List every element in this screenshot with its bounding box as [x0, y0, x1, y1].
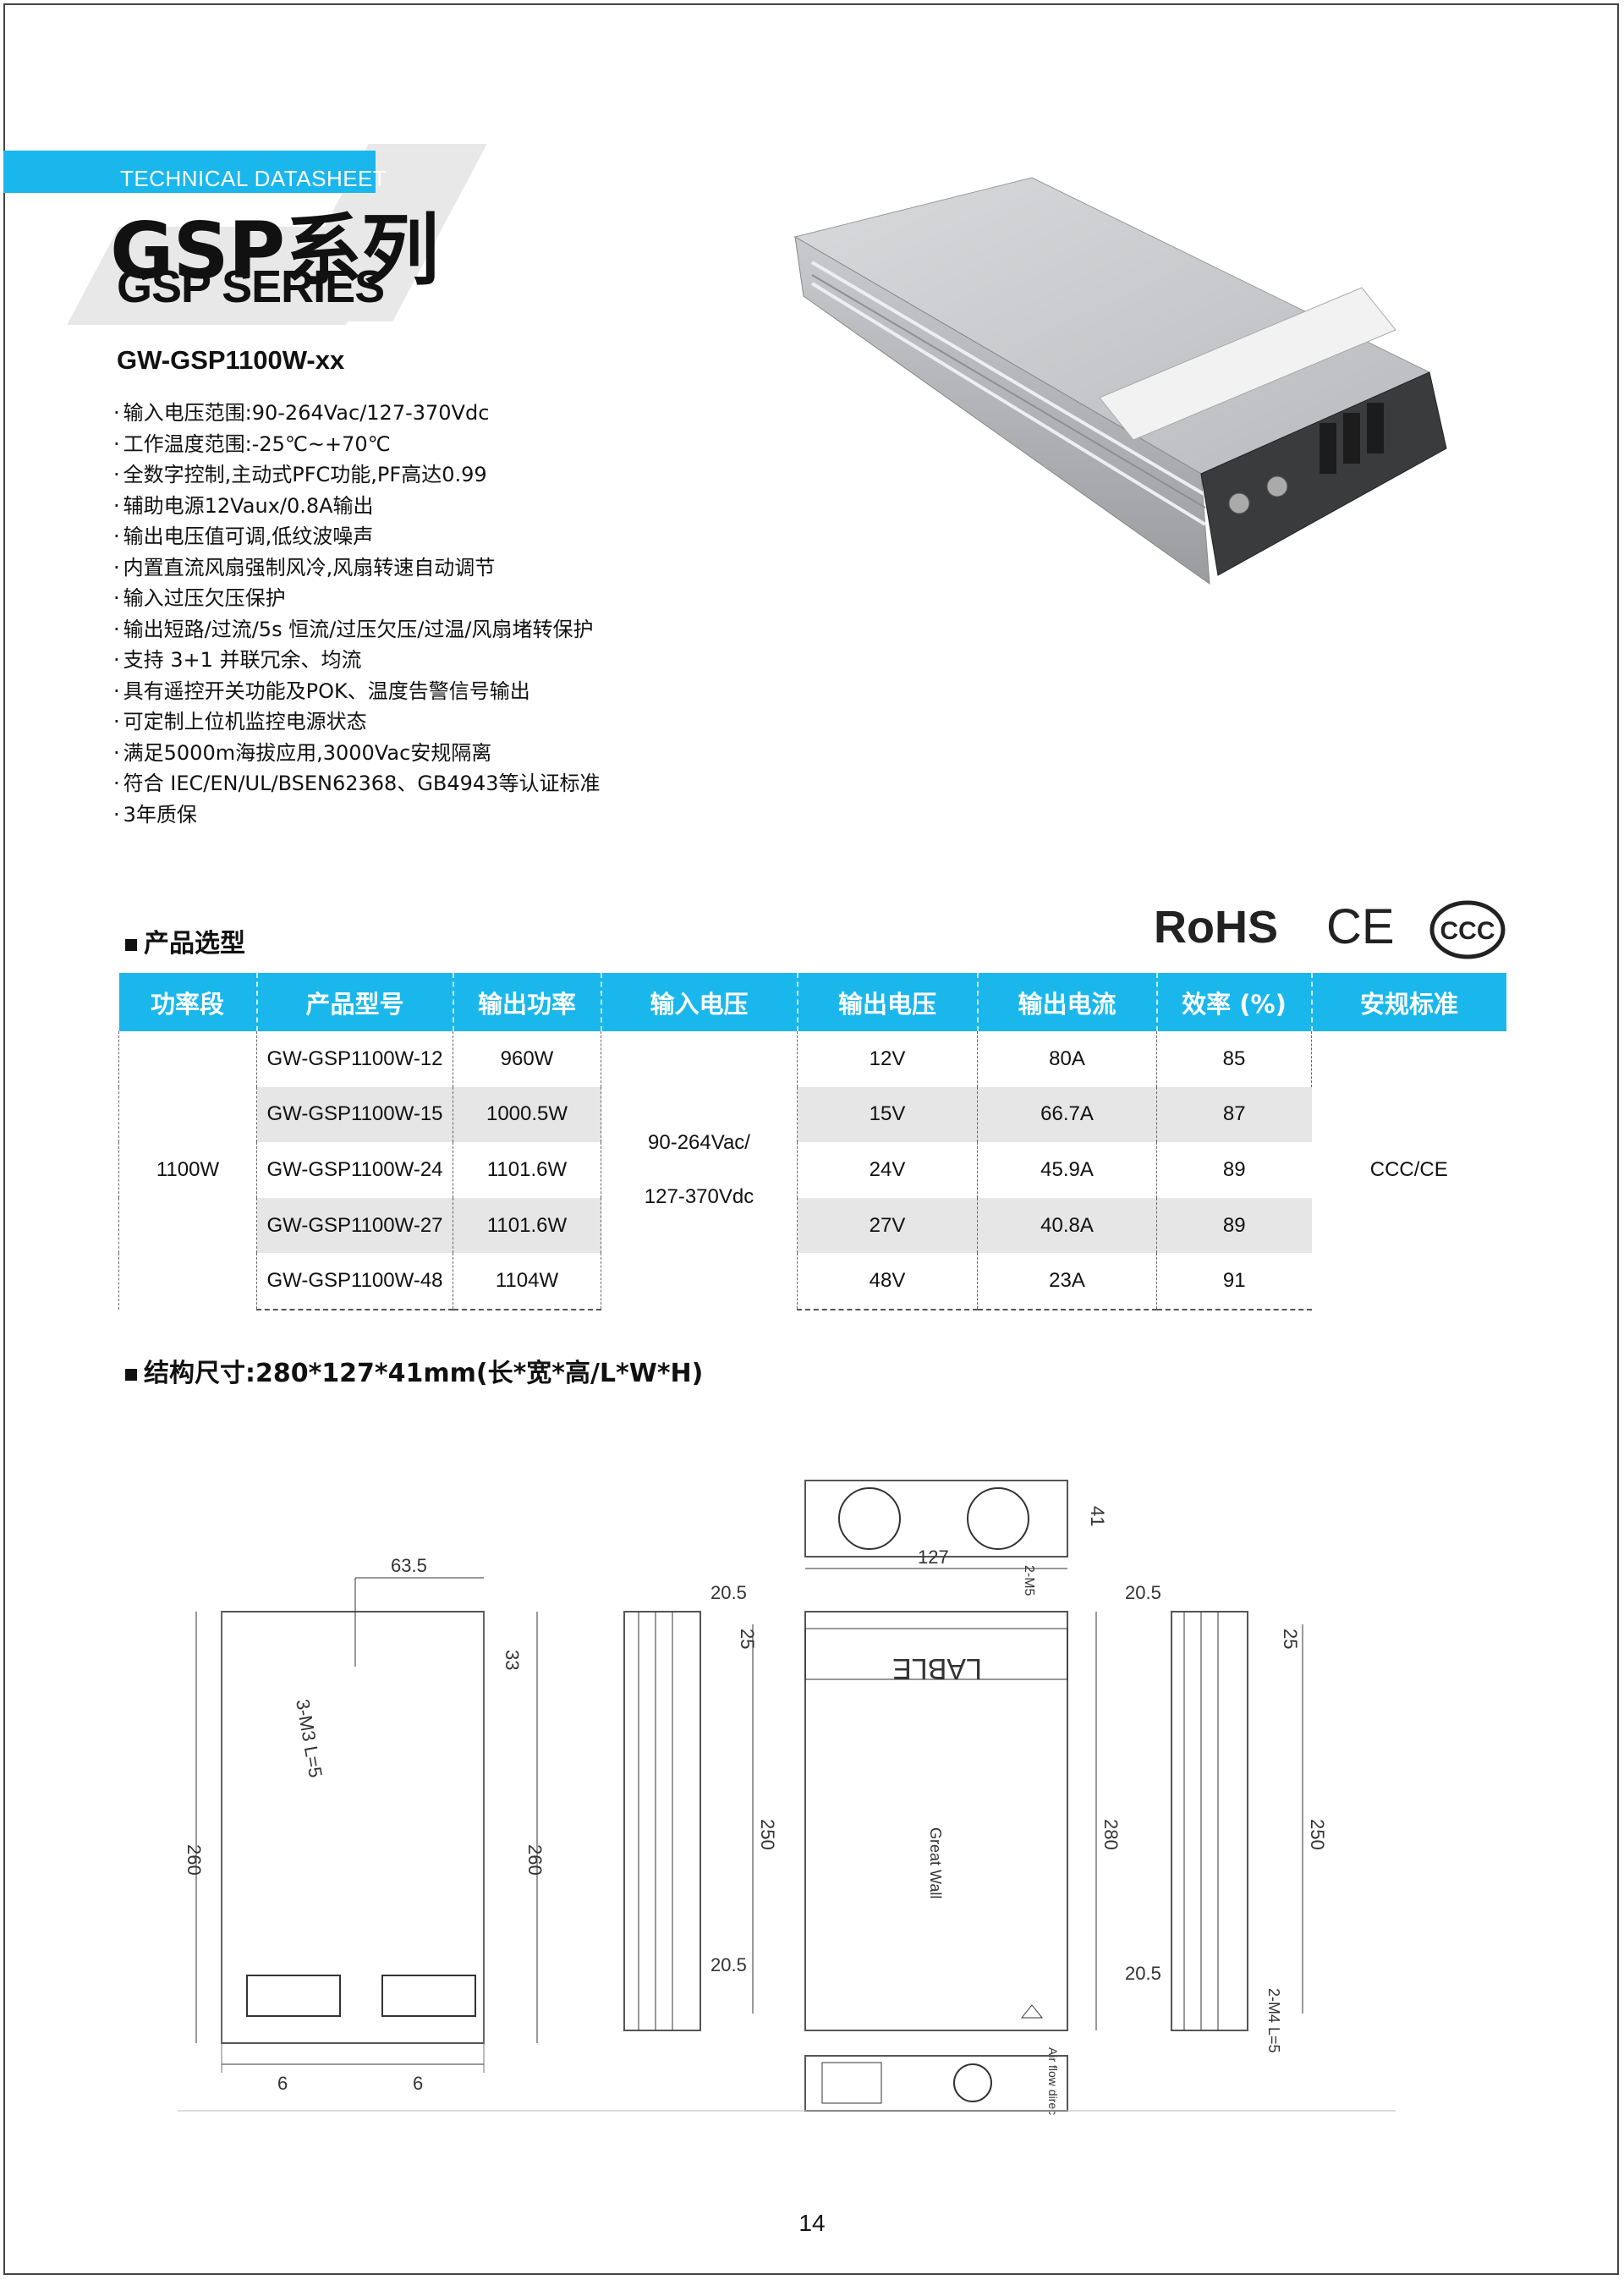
- svg-text:33: 33: [502, 1650, 523, 1670]
- table-header-row: 功率段 产品型号 输出功率 输入电压 输出电压 输出电流 效率 (%) 安规标准: [118, 973, 1506, 1031]
- col-header: 输出功率: [453, 973, 602, 1031]
- feature-item: 符合 IEC/EN/UL/BSEN62368、GB4943等认证标准: [113, 768, 601, 799]
- col-header: 输出电压: [797, 973, 979, 1031]
- input-voltage-line1: 90-264Vac/: [648, 1131, 750, 1155]
- svg-text:280: 280: [1100, 1819, 1122, 1850]
- iout-cell: 66.7A: [977, 1086, 1157, 1143]
- selection-table: 功率段 产品型号 输出功率 输入电压 输出电压 输出电流 效率 (%) 安规标准…: [118, 973, 1506, 1310]
- svg-text:127: 127: [918, 1547, 949, 1568]
- model-cell: GW-GSP1100W-12: [256, 1031, 453, 1087]
- svg-text:2-M5: 2-M5: [1022, 1565, 1036, 1596]
- svg-text:Air flow direction: Air flow direction: [1046, 2047, 1060, 2115]
- vout-cell: 15V: [797, 1086, 978, 1143]
- col-header: 输出电流: [977, 973, 1158, 1031]
- model-cell: GW-GSP1100W-27: [256, 1197, 453, 1254]
- svg-text:250: 250: [757, 1819, 778, 1850]
- svg-text:260: 260: [184, 1844, 205, 1876]
- svg-text:20.5: 20.5: [710, 1954, 747, 1975]
- table-row: GW-GSP1100W-24 1101.6W 24V 45.9A 89: [119, 1142, 1506, 1198]
- svg-text:LABLE: LABLE: [892, 1652, 982, 1684]
- safety-cell: CCC/CE: [1369, 1158, 1448, 1182]
- efficiency-cell: 89: [1222, 1157, 1246, 1181]
- svg-text:6: 6: [413, 2073, 423, 2094]
- table-row: GW-GSP1100W-27 1101.6W 27V 40.8A 89: [119, 1197, 1506, 1254]
- feature-item: 辅助电源12Vaux/0.8A输出: [113, 491, 600, 522]
- svg-text:25: 25: [737, 1629, 758, 1649]
- feature-item: 工作温度范围:-25℃~+70℃: [113, 429, 600, 460]
- col-header: 效率 (%): [1156, 973, 1313, 1031]
- page-frame: [3, 3, 1619, 2275]
- power-segment-cell: 1100W: [118, 1031, 257, 1310]
- model-cell: GW-GSP1100W-48: [256, 1253, 453, 1310]
- power-cell: 1104W: [453, 1253, 601, 1310]
- model-cell: GW-GSP1100W-24: [256, 1142, 453, 1198]
- power-cell: 1000.5W: [453, 1086, 601, 1143]
- efficiency-cell: 85: [1156, 1031, 1312, 1087]
- feature-item: 输入过压欠压保护: [113, 583, 600, 614]
- iout-cell: 40.8A: [977, 1197, 1157, 1254]
- power-cell: 1101.6W: [453, 1142, 601, 1198]
- svg-text:63.5: 63.5: [391, 1555, 427, 1576]
- feature-item: 输出电压值可调,低纹波噪声: [113, 521, 600, 552]
- mechanical-drawing: 63.5 33 260 260 3-M3 L=5 6 6 20.5 25 250…: [178, 1480, 1396, 2115]
- vout-cell: 24V: [797, 1142, 978, 1198]
- vout-cell: 12V: [797, 1031, 978, 1087]
- vout-cell: 27V: [797, 1197, 978, 1254]
- feature-item: 3年质保: [113, 799, 600, 831]
- iout-cell: 23A: [977, 1253, 1157, 1310]
- input-voltage-line2: 127-370Vdc: [644, 1185, 754, 1209]
- rohs-mark: RoHS: [1154, 902, 1278, 953]
- iout-cell: 80A: [977, 1031, 1157, 1087]
- feature-item: 满足5000m海拔应用,3000Vac安规隔离: [113, 738, 600, 769]
- table-row: 1100W GW-GSP1100W-12 960W 90-264Vac/ 127…: [118, 1031, 1506, 1310]
- svg-text:41: 41: [1087, 1506, 1108, 1526]
- dimensions-heading: 结构尺寸:280*127*41mm(长*宽*高/L*W*H): [125, 1352, 703, 1389]
- col-header: 功率段: [118, 973, 258, 1031]
- table-row: GW-GSP1100W-48 1104W 48V 23A 91: [119, 1253, 1506, 1310]
- ce-mark: CE: [1326, 899, 1395, 954]
- svg-text:20.5: 20.5: [1125, 1963, 1161, 1984]
- svg-text:20.5: 20.5: [710, 1582, 747, 1603]
- input-voltage-cell: 90-264Vac/ 127-370Vdc: [601, 1031, 798, 1310]
- efficiency-cell: 87: [1156, 1086, 1312, 1143]
- ccc-mark: CCC: [1429, 900, 1506, 959]
- svg-text:25: 25: [1280, 1629, 1301, 1649]
- svg-text:3-M3 L=5: 3-M3 L=5: [292, 1698, 326, 1779]
- efficiency-cell: 91: [1156, 1253, 1312, 1310]
- efficiency-cell: 89: [1156, 1197, 1312, 1254]
- product-photo: [793, 177, 1447, 585]
- svg-text:Great Wall: Great Wall: [927, 1827, 944, 1898]
- svg-text:CCC: CCC: [1440, 917, 1495, 945]
- iout-cell: 45.9A: [977, 1142, 1157, 1198]
- selection-heading: 产品选型: [125, 922, 245, 959]
- feature-list: 输入电压范围:90-264Vac/127-370Vdc 工作温度范围:-25℃~…: [113, 398, 601, 831]
- col-header: 产品型号: [256, 973, 454, 1031]
- feature-item: 全数字控制,主动式PFC功能,PF高达0.99: [113, 459, 600, 491]
- col-header: 安规标准: [1311, 973, 1506, 1031]
- feature-item: 支持 3+1 并联冗余、均流: [113, 645, 600, 676]
- table-row: GW-GSP1100W-15 1000.5W 15V 66.7A 87: [119, 1086, 1506, 1143]
- feature-item: 输入电压范围:90-264Vac/127-370Vdc: [113, 398, 600, 429]
- series-title-en: GSP SERIES: [117, 261, 385, 312]
- page-number: 14: [798, 2210, 826, 2236]
- series-title-cn: GSP系列: [110, 206, 439, 296]
- feature-item: 具有遥控开关功能及POK、温度告警信号输出: [113, 676, 600, 707]
- svg-text:6: 6: [277, 2073, 288, 2094]
- svg-text:260: 260: [524, 1844, 546, 1876]
- model-name: GW-GSP1100W-xx: [117, 345, 345, 375]
- feature-item: 可定制上位机监控电源状态: [113, 706, 600, 738]
- feature-item: 输出短路/过流/5s 恒流/过压欠压/过温/风扇堵转保护: [113, 614, 600, 646]
- svg-text:20.5: 20.5: [1125, 1582, 1161, 1603]
- model-cell: GW-GSP1100W-15: [256, 1086, 453, 1143]
- svg-text:250: 250: [1307, 1819, 1328, 1850]
- power-cell: 1101.6W: [453, 1197, 601, 1254]
- svg-text:2-M4 L=5: 2-M4 L=5: [1265, 1988, 1282, 2053]
- datasheet-label: TECHNICAL DATASHEET: [120, 166, 387, 191]
- col-header: 输入电压: [601, 973, 798, 1031]
- header-accent-bar: [3, 151, 376, 193]
- power-cell: 960W: [453, 1031, 601, 1087]
- vout-cell: 48V: [797, 1253, 978, 1310]
- feature-item: 内置直流风扇强制风冷,风扇转速自动调节: [113, 552, 600, 584]
